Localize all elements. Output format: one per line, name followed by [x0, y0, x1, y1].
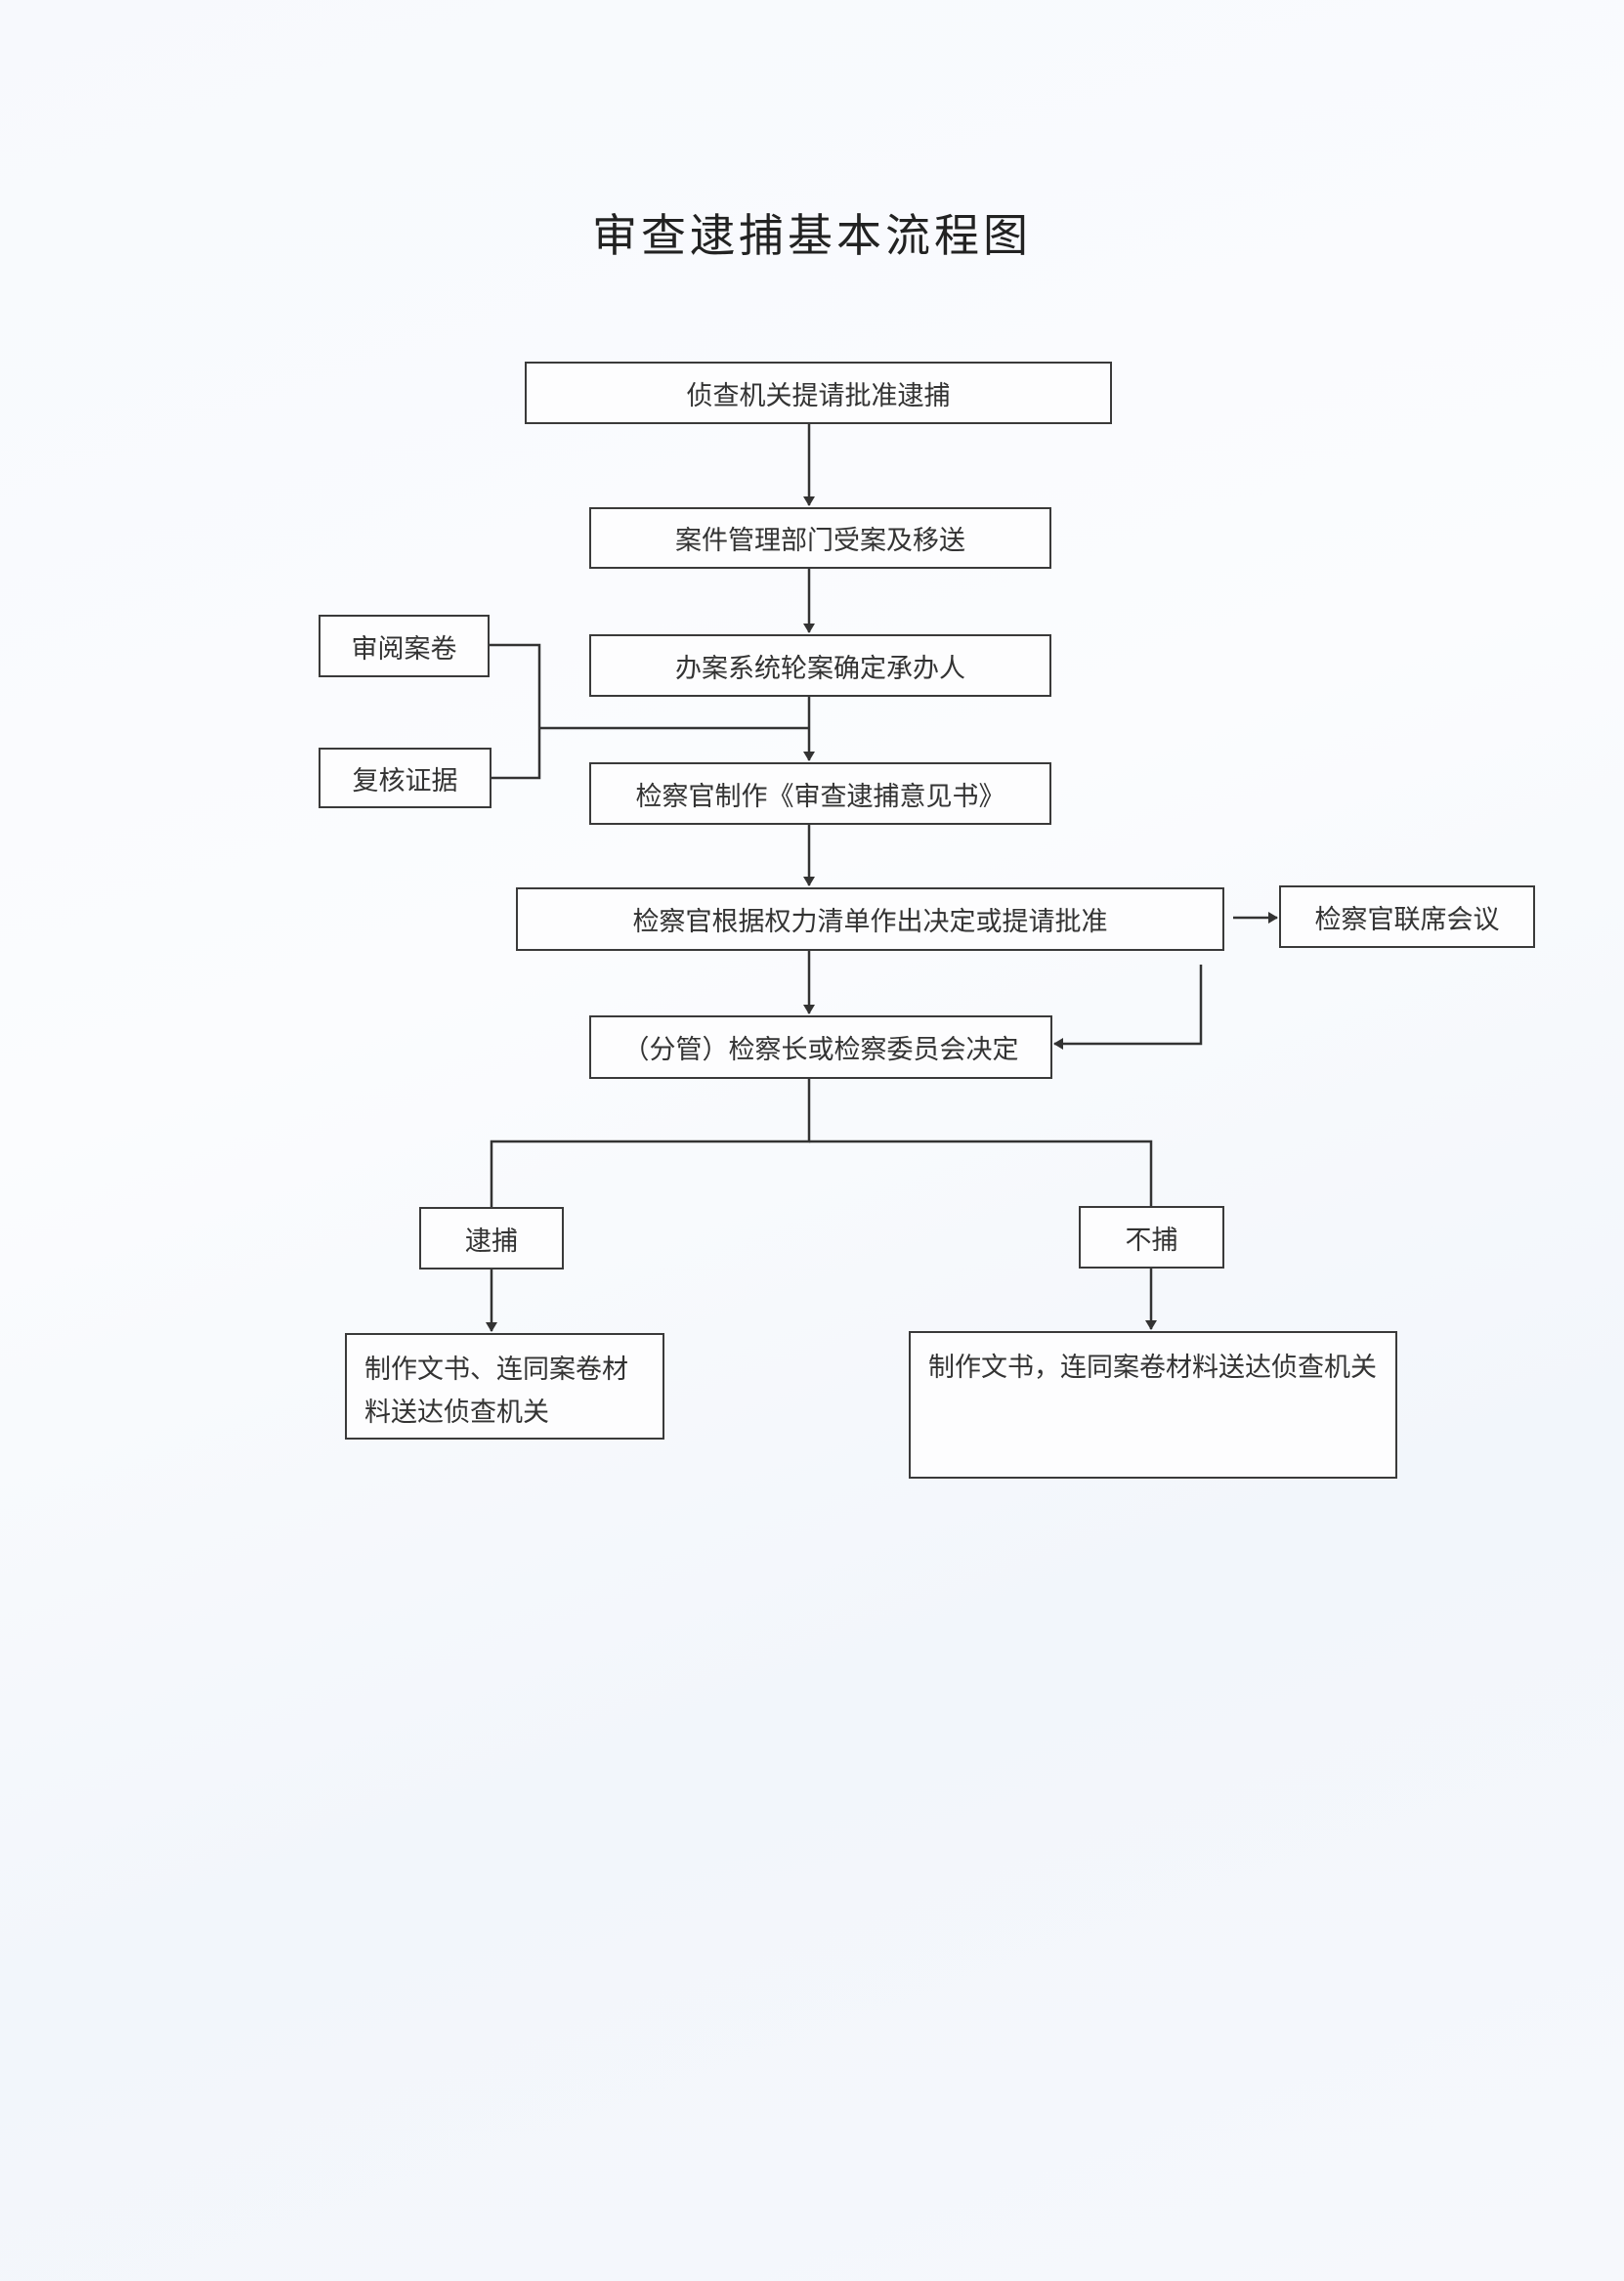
- node-review-files: 审阅案卷: [319, 615, 490, 677]
- bracket-review-verify: [490, 643, 541, 780]
- node-opinion: 检察官制作《审查逮捕意见书》: [589, 762, 1051, 825]
- node-no-arrest: 不捕: [1079, 1206, 1224, 1269]
- node-no-arrest-result: 制作文书，连同案卷材料送达侦查机关: [909, 1331, 1397, 1479]
- node-arrest: 逮捕: [419, 1207, 564, 1270]
- node-verify-evidence: 复核证据: [319, 748, 491, 808]
- node-decide: 检察官根据权力清单作出决定或提请批准: [516, 887, 1224, 951]
- arrow-feedback-chief: [1053, 965, 1203, 1050]
- node-chief-decision: （分管）检察长或检察委员会决定: [589, 1015, 1052, 1079]
- node-assign: 办案系统轮案确定承办人: [589, 634, 1051, 697]
- node-arrest-result: 制作文书、连同案卷材料送达侦查机关: [345, 1333, 664, 1440]
- node-joint-meeting: 检察官联席会议: [1279, 885, 1535, 948]
- diagram-title: 审查逮捕基本流程图: [592, 209, 1032, 262]
- node-request: 侦查机关提请批准逮捕: [525, 362, 1112, 424]
- line-split-right: [809, 1140, 1153, 1206]
- line-split: [490, 1079, 811, 1207]
- node-intake: 案件管理部门受案及移送: [589, 507, 1051, 569]
